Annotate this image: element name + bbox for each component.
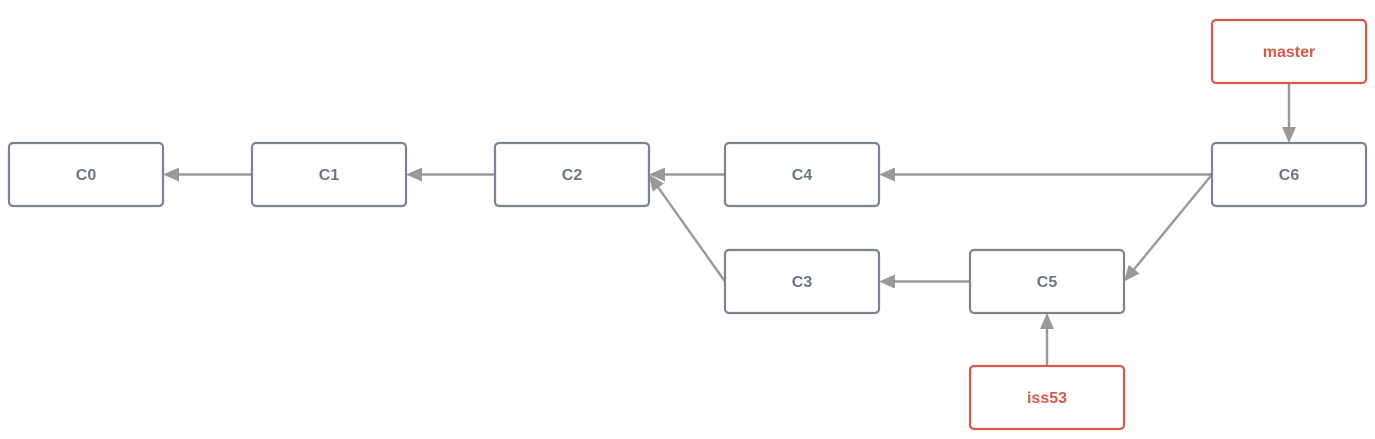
edge-C4-to-C2 <box>649 167 725 182</box>
commit-label: C1 <box>319 167 340 184</box>
edge-iss53-to-C5 <box>1040 313 1054 366</box>
edge-master-to-C6 <box>1282 83 1296 143</box>
edge-C6-to-C4 <box>879 167 1212 182</box>
commit-node-c3: C3 <box>723 248 881 315</box>
branch-label-master: master <box>1210 18 1368 85</box>
edge-C1-to-C0 <box>163 167 252 182</box>
commit-label: C4 <box>792 167 813 184</box>
branch-name: master <box>1263 44 1315 61</box>
commit-node-c1: C1 <box>250 141 408 208</box>
edge-C2-to-C1 <box>406 167 495 182</box>
commit-label: C3 <box>792 274 813 291</box>
commit-label: C6 <box>1279 167 1300 184</box>
edge-C6-to-C5 <box>1124 173 1213 282</box>
branch-label-iss53: iss53 <box>968 364 1126 431</box>
edges-layer <box>163 83 1296 366</box>
branch-name: iss53 <box>1027 390 1067 407</box>
commit-node-c6: C6 <box>1210 141 1368 208</box>
commit-node-c4: C4 <box>723 141 881 208</box>
commit-node-c2: C2 <box>493 141 651 208</box>
commit-label: C0 <box>76 167 97 184</box>
commit-node-c5: C5 <box>968 248 1126 315</box>
commit-node-c0: C0 <box>7 141 165 208</box>
edge-C5-to-C3 <box>879 274 970 289</box>
edge-C3-to-C2 <box>649 174 726 283</box>
commit-label: C5 <box>1037 274 1058 291</box>
commit-label: C2 <box>562 167 583 184</box>
